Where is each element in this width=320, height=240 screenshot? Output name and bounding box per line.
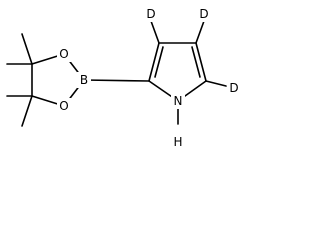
bond-c4-c5-ring-inner bbox=[191, 46, 201, 78]
atom-label-deuterium-3: D bbox=[146, 7, 155, 21]
atom-label-deuterium-5: D bbox=[229, 81, 238, 95]
bond-c4-methyl-up bbox=[21, 33, 33, 65]
bond-b-c2 bbox=[83, 79, 150, 82]
atom-label-oxygen-bottom: O bbox=[59, 99, 68, 113]
bond-c2-c3-inner bbox=[154, 46, 164, 78]
atom-label-n-hydrogen: H bbox=[173, 135, 182, 149]
molecule-structure: O O B N H D D D bbox=[6, 6, 241, 150]
atom-label-nitrogen: N bbox=[174, 94, 183, 108]
bond-c2-c3 bbox=[148, 42, 160, 82]
bond-c3-d bbox=[150, 20, 160, 44]
atom-label-boron: B bbox=[80, 73, 88, 87]
bonds bbox=[6, 20, 227, 127]
bond-c4-c5-ring bbox=[195, 42, 207, 82]
atom-label-deuterium-4: D bbox=[199, 7, 208, 21]
bond-c5-methyl-down bbox=[21, 95, 33, 127]
bond-c4-d bbox=[195, 20, 205, 44]
atom-labels: O O B N H D D D bbox=[57, 6, 241, 150]
bond-c5-d bbox=[205, 80, 227, 87]
atom-label-oxygen-top: O bbox=[59, 47, 68, 61]
